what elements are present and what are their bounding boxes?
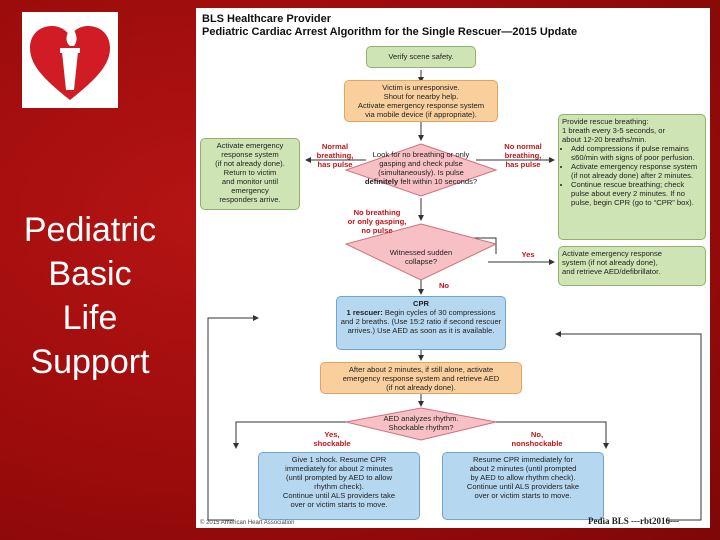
rescue-bullet: Activate emergency response system (if n… [571,162,702,180]
label-line: breathing, [316,151,354,160]
label-line: breathing, [504,151,542,160]
box-line: Shout for nearby help. [383,92,459,101]
box-line: by AED to allow rhythm check). [470,473,576,482]
decision-text: Is pulse [437,168,464,177]
box-line: Provide rescue breathing: [562,117,649,126]
decision-text: Witnessed sudden [389,248,453,257]
box-line: Victim is unresponsive. [382,83,460,92]
label-line: No, [530,430,544,439]
rescue-bullet: Add compressions if pulse remains ≤60/mi… [571,144,702,162]
box-line: (if not already done). [215,159,285,168]
box-line: Return to victim [223,168,277,177]
box-line: about 2 minutes (until prompted [469,464,577,473]
nonshockable-label: No, nonshockable [502,430,572,448]
heart-torch-icon [30,24,110,100]
label-line: or only gasping, [347,217,407,226]
label-line: has pulse [317,160,353,169]
cpr-box: CPR 1 rescuer: Begin cycles of 30 compre… [336,296,506,350]
look-breathing-text: Look for no breathing or only gasping an… [364,150,478,186]
box-line: (if not already done). [386,383,456,392]
box-line: After about 2 minutes, if still alone, a… [348,365,494,374]
box-line: Activate emergency [216,141,284,150]
box-line: emergency [231,186,269,195]
no-label: No [438,281,450,290]
no-breathing-label: No breathing or only gasping, no pulse [332,208,422,235]
after-2min-box: After about 2 minutes, if still alone, a… [320,362,522,394]
label-line: shockable [313,439,351,448]
no-normal-breathing-label: No normal breathing, has pulse [492,142,554,169]
label-line: No breathing [353,208,401,217]
label-line: Yes, [324,430,340,439]
victim-unresponsive-box: Victim is unresponsive. Shout for nearby… [344,80,498,122]
title-line: Support [30,343,150,381]
box-line: response system [221,150,279,159]
cpr-lead: 1 rescuer: [346,308,383,317]
rescue-breathing-box: Provide rescue breathing: 1 breath every… [558,114,706,240]
algorithm-header-line1: BLS Healthcare Provider [202,13,331,25]
label-line: No normal [504,142,542,151]
verify-scene-box: Verify scene safety. [366,46,476,68]
witnessed-collapse-text: Witnessed sudden collapse? [376,248,466,266]
decision-witnessed-collapse [344,223,498,281]
box-line: Activate emergency response system [357,101,485,110]
yes-label: Yes [521,250,535,259]
decision-text: Look for no breathing or only gasping an… [372,150,470,177]
activate-aed-box: Activate emergency response system (if n… [558,246,706,286]
algorithm-panel: BLS Healthcare Provider Pediatric Cardia… [196,8,710,528]
algorithm-header-line2: Pediatric Cardiac Arrest Algorithm for t… [202,26,578,38]
title-line: Pediatric [23,211,157,249]
label-line: has pulse [505,160,541,169]
cpr-title: CPR [412,299,430,308]
activate-monitor-box: Activate emergency response system (if n… [200,138,300,210]
title-line: Life [62,299,118,337]
box-line: immediately for about 2 minutes [285,464,393,473]
box-line: system (if not already done), [562,258,658,267]
label-line: nonshockable [511,439,563,448]
box-line: Give 1 shock. Resume CPR [291,455,387,464]
normal-breathing-label: Normal breathing, has pulse [306,142,364,169]
decision-text: Shockable rhythm? [388,423,454,432]
copyright-text: © 2015 American Heart Association [200,520,295,526]
aha-logo [22,12,118,108]
flow-arrows [207,70,702,521]
decision-text: AED analyzes rhythm. [383,414,459,423]
box-line: about 12-20 breaths/min. [562,135,647,144]
decision-aed-rhythm [345,407,497,441]
decision-text: felt within 10 seconds? [398,177,478,186]
decision-text: collapse? [404,257,438,266]
decision-text-bold: definitely [364,177,399,186]
slide-footer: Pedia BLS ---rbt2016--- [588,516,679,526]
box-line: responders arrive. [219,195,281,204]
slide-title: Pediatric Basic Life Support [10,208,170,384]
label-line: no pulse [361,226,393,235]
box-line: (until prompted by AED to allow [286,473,392,482]
shockable-label: Yes, shockable [302,430,362,448]
label-line: Normal [321,142,349,151]
box-line: and monitor until [221,177,279,186]
verify-text: Verify scene safety. [388,52,454,61]
box-line: over or victim starts to move. [290,500,388,509]
box-line: over or victim starts to move. [474,491,572,500]
decision-look-for-breathing [344,143,498,197]
give-shock-box: Give 1 shock. Resume CPR immediately for… [258,452,420,520]
rescue-bullet: Continue rescue breathing; check pulse a… [571,180,702,207]
box-line: 1 breath every 3-5 seconds, or [562,126,665,135]
resume-cpr-box: Resume CPR immediately for about 2 minut… [442,452,604,520]
box-line: Continue until ALS providers take [466,482,580,491]
box-line: via mobile device (if appropriate). [365,110,477,119]
aed-analyzes-text: AED analyzes rhythm. Shockable rhythm? [374,414,468,432]
box-line: Continue until ALS providers take [282,491,396,500]
box-line: Activate emergency response [562,249,663,258]
box-line: emergency response system and retrieve A… [342,374,500,383]
box-line: and retrieve AED/defibrillator. [562,267,661,276]
cpr-text: Begin cycles of 30 compressions and 2 br… [340,308,502,335]
box-line: Resume CPR immediately for [472,455,573,464]
title-line: Basic [48,255,132,293]
box-line: rhythm check). [314,482,364,491]
